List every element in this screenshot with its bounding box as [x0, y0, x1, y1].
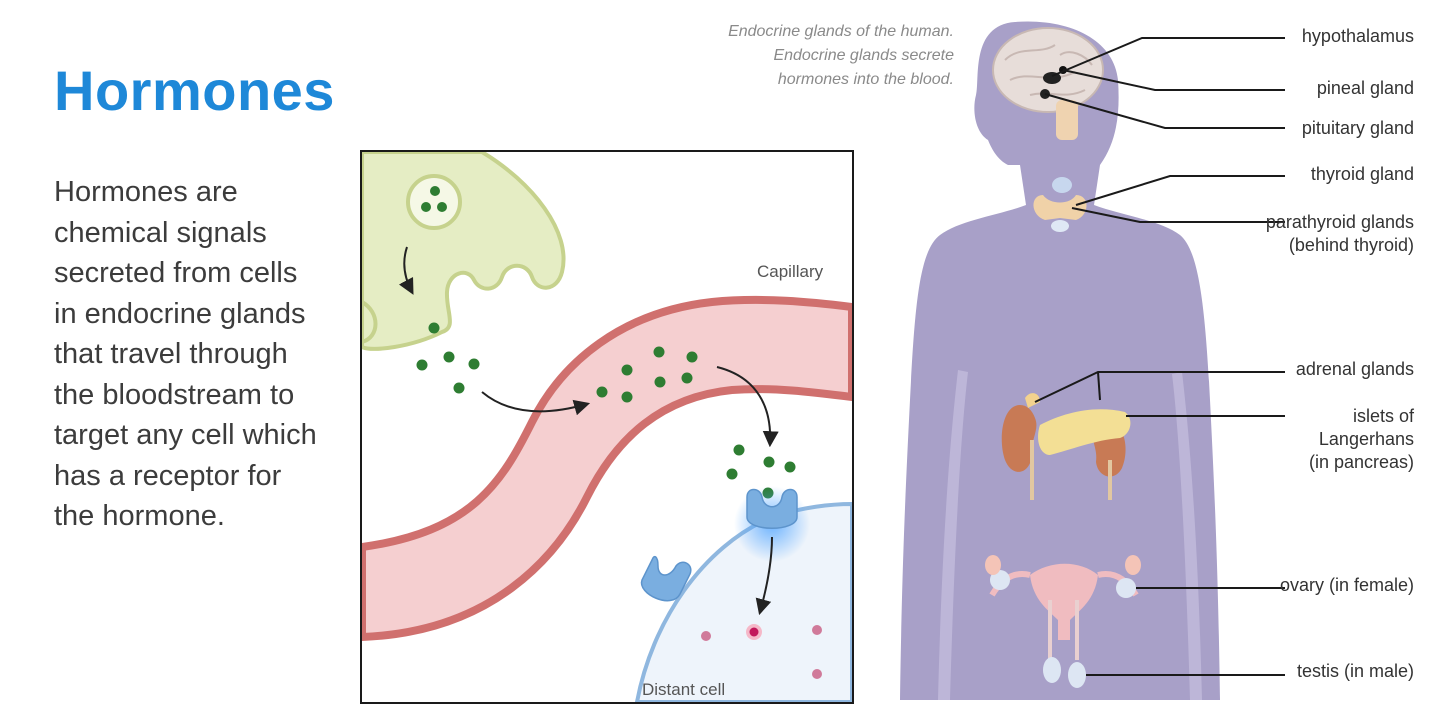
- body-silhouette: [900, 21, 1220, 701]
- signal-dot: [812, 625, 822, 635]
- label-testis: testis (in male): [1296, 661, 1414, 681]
- testis-right: [1068, 662, 1086, 688]
- label-thyroid-gland: thyroid gland: [1310, 164, 1414, 184]
- hormone-dot: [681, 372, 693, 384]
- leader-adrenal: [1034, 371, 1285, 403]
- signal-dot: [812, 669, 822, 679]
- parathyroid-gland: [1052, 177, 1072, 193]
- hormone-signaling-diagram: Capillary Distant cell: [360, 150, 854, 704]
- parathyroid-gland: [1051, 220, 1069, 232]
- capillary-label: Capillary: [757, 262, 824, 281]
- capillary: [362, 295, 852, 642]
- hormone-dot: [653, 346, 665, 358]
- uterus: [1030, 563, 1098, 640]
- leader-thyroid: [1075, 175, 1285, 206]
- label-adrenal-glands: adrenal glands: [1295, 359, 1414, 379]
- hormone-dot: [437, 202, 447, 212]
- hormone-dot: [428, 322, 440, 334]
- hormone-dot: [726, 468, 738, 480]
- hormone-dot: [453, 382, 465, 394]
- ovary-right: [1116, 578, 1136, 598]
- hormone-dot: [686, 351, 698, 363]
- thyroid-gland: [1033, 195, 1087, 220]
- hormone-dot: [733, 444, 745, 456]
- hormone-dot: [621, 391, 633, 403]
- pancreas: [1038, 409, 1131, 455]
- hormone-dot: [421, 202, 431, 212]
- label-parathyroid-glands: parathyroid glands (behind thyroid): [1265, 212, 1414, 255]
- page-title: Hormones: [54, 59, 335, 122]
- adrenal-gland: [1025, 393, 1040, 408]
- hormone-dot: [654, 376, 666, 388]
- receptor-bound: [746, 488, 798, 529]
- hormone-dot: [596, 386, 608, 398]
- hormone-dot: [416, 359, 428, 371]
- description-text: Hormones are chemical signals secreted f…: [54, 176, 317, 532]
- hormone-dot: [763, 456, 775, 468]
- spinal-cord: [1056, 100, 1078, 140]
- secretory-vesicle: [406, 174, 462, 230]
- hormone-dot: [468, 358, 480, 370]
- hormone-dot: [784, 461, 796, 473]
- secreting-cell: [362, 152, 566, 351]
- brain: [992, 27, 1104, 113]
- leader-pituitary: [1044, 93, 1285, 129]
- distant-cell-label: Distant cell: [642, 680, 726, 699]
- endocrine-caption: Endocrine glands of the human. Endocrine…: [728, 23, 954, 88]
- receptor-free: [640, 555, 692, 602]
- label-islets-of-langerhans: islets of Langerhans (in pancreas): [1308, 406, 1414, 472]
- endocrine-body-diagram: [900, 21, 1285, 701]
- leader-hypothalamus: [1051, 37, 1285, 77]
- ovary-left: [990, 570, 1010, 590]
- label-hypothalamus: hypothalamus: [1301, 26, 1414, 46]
- hormone-dot: [621, 364, 633, 376]
- hormone-dot: [443, 351, 455, 363]
- leader-parathyroid: [1071, 207, 1285, 223]
- label-ovary: ovary (in female): [1279, 575, 1414, 595]
- signal-dot: [701, 631, 711, 641]
- hormone-dot: [430, 186, 440, 196]
- label-pineal-gland: pineal gland: [1316, 78, 1414, 98]
- kidney-left: [1001, 405, 1037, 472]
- leader-pineal: [1062, 69, 1285, 91]
- label-pituitary-gland: pituitary gland: [1301, 118, 1414, 138]
- testis-left: [1043, 657, 1061, 683]
